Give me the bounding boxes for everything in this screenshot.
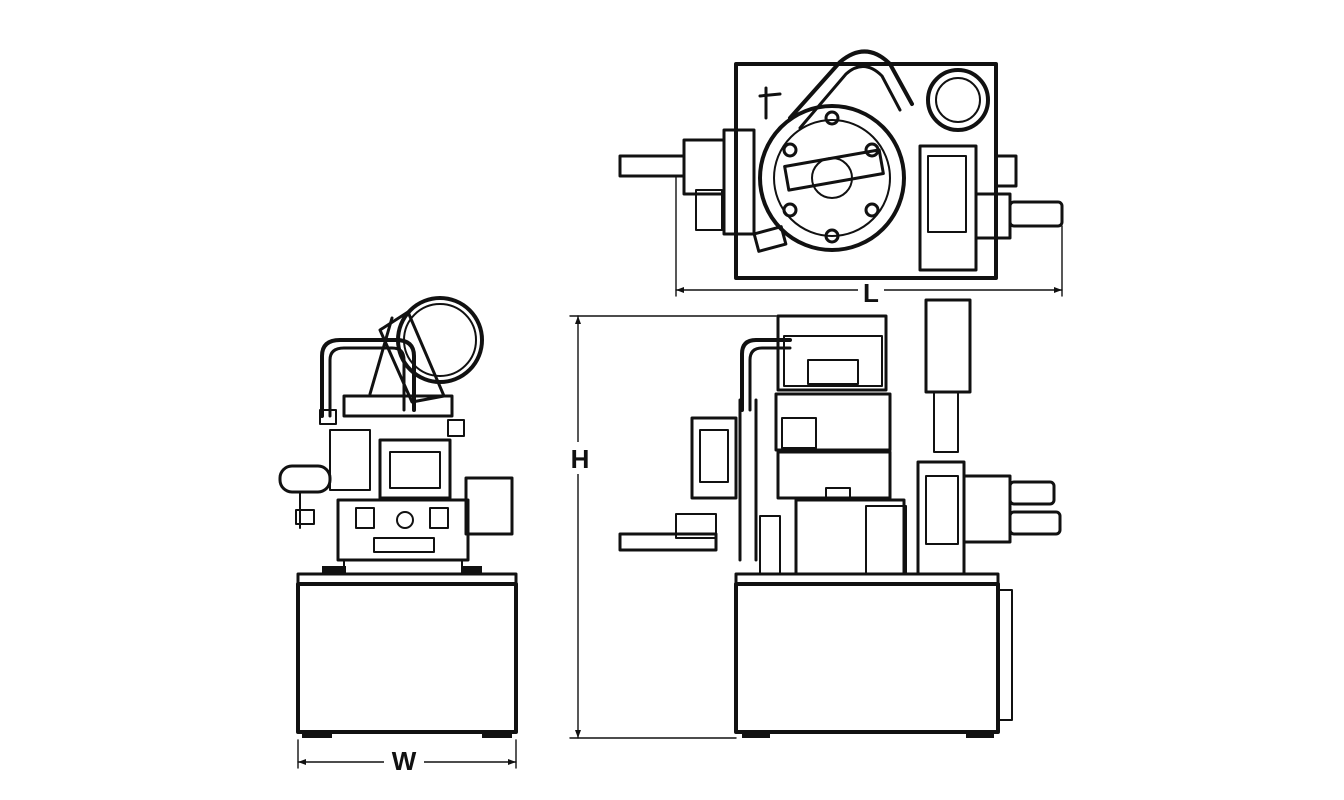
top-handle bbox=[618, 154, 686, 178]
side-foot-left bbox=[742, 732, 770, 738]
front-gauge bbox=[396, 296, 484, 384]
front-pipe-loop bbox=[320, 338, 416, 418]
side-reservoir-cap bbox=[776, 314, 888, 392]
side-motor bbox=[794, 498, 906, 576]
top-motor-circle bbox=[758, 104, 906, 252]
top-gauge bbox=[926, 68, 990, 132]
side-coupler-bottom bbox=[1008, 510, 1062, 536]
width-label: W bbox=[392, 746, 417, 776]
front-cylinder bbox=[278, 464, 332, 494]
height-label: H bbox=[571, 444, 590, 474]
front-frame-plate bbox=[342, 394, 454, 418]
top-pipe bbox=[788, 49, 914, 120]
front-view: W bbox=[278, 296, 518, 776]
top-view: L bbox=[618, 49, 1064, 308]
side-gauge-column bbox=[924, 298, 972, 394]
front-foot-right bbox=[482, 732, 512, 738]
front-foot-left bbox=[302, 732, 332, 738]
side-view: H bbox=[564, 298, 1062, 739]
front-valve-block bbox=[378, 438, 452, 500]
side-tank bbox=[734, 582, 1000, 734]
front-tank-lid bbox=[296, 572, 518, 586]
side-coupler-top bbox=[1008, 480, 1056, 506]
length-label: L bbox=[863, 278, 879, 308]
top-coupler bbox=[1008, 200, 1064, 228]
front-side-box bbox=[464, 476, 514, 536]
side-foot-right bbox=[966, 732, 994, 738]
front-motor-block bbox=[336, 498, 470, 562]
side-handle bbox=[618, 532, 718, 552]
front-tank bbox=[296, 582, 518, 734]
